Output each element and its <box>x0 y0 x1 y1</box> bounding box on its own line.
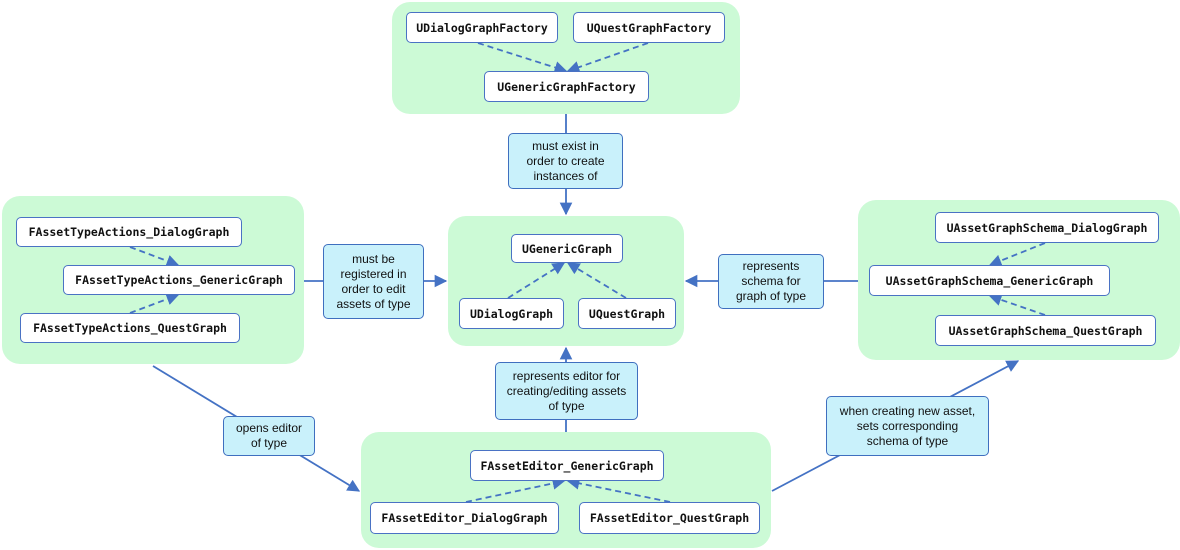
label-factory-to-graph: must exist in order to create instances … <box>508 133 623 189</box>
edge-dialog-schema-inherits <box>988 242 1046 267</box>
edge-quest-editor-inherits <box>566 477 671 503</box>
node-uquestgraph: UQuestGraph <box>578 298 676 329</box>
edge-quest-factory-inherits <box>566 42 649 74</box>
node-udialoggraphfactory: UDialogGraphFactory <box>406 12 558 43</box>
node-udialoggraph: UDialogGraph <box>459 298 564 329</box>
node-uassetgraphschema-questgraph: UAssetGraphSchema_QuestGraph <box>935 315 1156 346</box>
node-uassetgraphschema-genericgraph: UAssetGraphSchema_GenericGraph <box>869 265 1110 296</box>
label-schema-to-graph: represents schema for graph of type <box>718 254 824 309</box>
node-fassettypeactions-questgraph: FAssetTypeActions_QuestGraph <box>20 313 240 343</box>
label-actions-to-editor: opens editor of type <box>223 416 315 456</box>
edge-dialog-graph-inherits <box>507 262 566 299</box>
edge-quest-graph-inherits <box>566 262 627 299</box>
node-fasseteditor-genericgraph: FAssetEditor_GenericGraph <box>470 450 664 481</box>
edge-quest-schema-inherits <box>988 293 1046 316</box>
node-fasseteditor-dialoggraph: FAssetEditor_DialogGraph <box>370 502 559 534</box>
label-editor-to-graph: represents editor for creating/editing a… <box>495 362 638 420</box>
node-fassettypeactions-dialoggraph: FAssetTypeActions_DialogGraph <box>16 217 242 247</box>
node-fassettypeactions-genericgraph: FAssetTypeActions_GenericGraph <box>63 265 295 295</box>
edge-dialog-editor-inherits <box>465 477 566 503</box>
node-uassetgraphschema-dialoggraph: UAssetGraphSchema_DialogGraph <box>935 212 1159 243</box>
edge-dialog-factory-inherits <box>477 42 568 74</box>
label-editor-to-schema: when creating new asset, sets correspond… <box>826 396 989 456</box>
node-uquestgraphfactory: UQuestGraphFactory <box>573 12 725 43</box>
edge-quest-actions-inherits <box>129 293 180 314</box>
node-ugenericgraph: UGenericGraph <box>511 234 623 263</box>
label-actions-to-graph: must be registered in order to edit asse… <box>323 244 424 319</box>
node-ugenericgraphfactory: UGenericGraphFactory <box>484 71 649 102</box>
edge-dialog-actions-inherits <box>129 246 180 267</box>
node-fasseteditor-questgraph: FAssetEditor_QuestGraph <box>579 502 760 534</box>
